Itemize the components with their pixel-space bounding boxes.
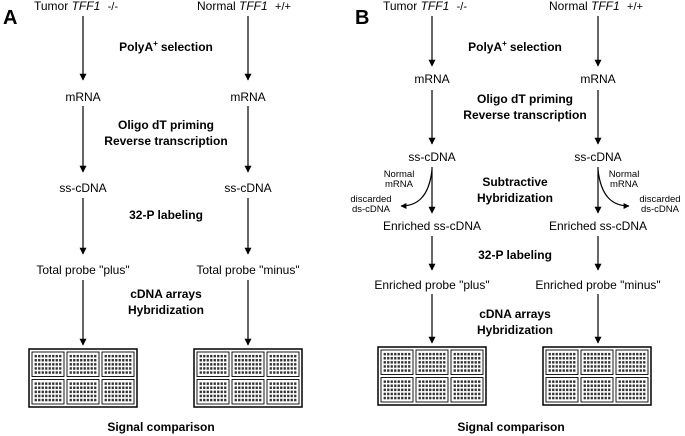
panel-a-sscdna-tumor: ss-cDNA xyxy=(59,181,106,195)
panel-b-oligo-line2: Reverse transcription xyxy=(463,108,586,122)
panel-a-tumor-gene: TFF1 xyxy=(72,0,101,13)
panel-b-tumor-prefix: Tumor xyxy=(383,0,417,13)
panel-a-probe-plus: Total probe "plus" xyxy=(36,263,129,277)
array-cell xyxy=(66,351,100,377)
array-cell xyxy=(380,377,414,403)
panel-b-array-normal xyxy=(542,346,652,406)
array-cell xyxy=(580,349,614,375)
panel-b-signal: Signal comparison xyxy=(457,420,564,434)
panel-a-mrna-tumor: mRNA xyxy=(65,90,100,104)
panel-a-polya-sup: + xyxy=(153,39,158,48)
panel-b-arrays-line1: cDNA arrays xyxy=(479,307,551,321)
array-cell xyxy=(66,379,100,405)
array-cell xyxy=(31,379,65,405)
panel-a-arrays-line1: cDNA arrays xyxy=(130,287,202,301)
panel-b-subtractive-line1: Subtractive xyxy=(482,175,548,189)
panel-b-labeling: 32-P labeling xyxy=(478,248,552,262)
panel-b-polya-label: PolyA+selection xyxy=(468,39,562,54)
panel-b-discard-arrow-tumor xyxy=(400,169,433,209)
panel-b-sscdna-normal: ss-cDNA xyxy=(574,150,621,164)
panel-b-enriched-tumor: Enriched ss-cDNA xyxy=(383,219,481,233)
array-cell xyxy=(31,351,65,377)
panel-b-normal-header: Normal TFF1 +/+ xyxy=(549,0,643,13)
panel-b-array-tumor xyxy=(377,346,487,406)
panel-b-normal-mrna-right-2: mRNA xyxy=(610,179,639,190)
panel-a: A Tumor TFF1 -/- Normal TFF1 +/+ PolyA+s… xyxy=(3,0,303,434)
panel-a-normal-header: Normal TFF1 +/+ xyxy=(197,0,291,13)
panel-b-probe-plus: Enriched probe "plus" xyxy=(374,278,489,292)
panel-b-probe-minus: Enriched probe "minus" xyxy=(535,278,660,292)
array-cell xyxy=(380,349,414,375)
array-cell xyxy=(615,349,649,375)
panel-a-arrays-line2: Hybridization xyxy=(128,303,204,317)
panel-a-labeling: 32-P labeling xyxy=(129,208,203,222)
panel-b-mrna-normal: mRNA xyxy=(580,72,615,86)
panel-a-normal-prefix: Normal xyxy=(197,0,236,13)
panel-a-normal-genotype: +/+ xyxy=(275,1,291,13)
array-cell xyxy=(415,349,449,375)
panel-a-array-tumor xyxy=(28,348,138,408)
panel-b-subtractive-line2: Hybridization xyxy=(477,191,553,205)
array-cell xyxy=(450,377,484,403)
array-cell xyxy=(196,351,230,377)
array-cell xyxy=(101,379,135,405)
panel-b-normal-genotype: +/+ xyxy=(627,1,643,13)
panel-a-oligo-line1: Oligo dT priming xyxy=(118,118,214,132)
panel-b-polya-sup: + xyxy=(502,39,507,48)
array-cell xyxy=(266,379,300,405)
panel-b-normal-gene: TFF1 xyxy=(591,0,620,13)
panel-b-polya-rest: selection xyxy=(510,40,562,54)
panel-b-normal-mrna-left-2: mRNA xyxy=(385,179,414,190)
panel-b-tumor-header: Tumor TFF1 -/- xyxy=(383,0,467,13)
panel-b-discard-arrow-normal xyxy=(597,169,630,209)
panel-b: B Tumor TFF1 -/- Normal TFF1 +/+ PolyA+s… xyxy=(350,0,680,434)
panel-b-normal-mrna-right-1: Normal xyxy=(609,169,640,180)
array-cell xyxy=(196,379,230,405)
panel-a-signal: Signal comparison xyxy=(107,420,214,434)
panel-b-sscdna-tumor: ss-cDNA xyxy=(408,150,455,164)
array-cell xyxy=(545,377,579,403)
panel-a-letter: A xyxy=(3,7,17,29)
array-cell xyxy=(231,351,265,377)
panel-a-polya-rest: selection xyxy=(161,40,213,54)
panel-a-oligo-line2: Reverse transcription xyxy=(104,134,227,148)
panel-a-array-normal xyxy=(193,348,303,408)
panel-a-tumor-prefix: Tumor xyxy=(34,0,68,13)
panel-a-normal-gene: TFF1 xyxy=(239,0,268,13)
panel-b-tumor-genotype: -/- xyxy=(457,1,468,13)
panel-a-polya-base: PolyA xyxy=(119,40,153,54)
array-cell xyxy=(101,351,135,377)
panel-b-oligo-line1: Oligo dT priming xyxy=(477,92,573,106)
array-cell xyxy=(266,351,300,377)
array-cell xyxy=(615,377,649,403)
panel-a-tumor-genotype: -/- xyxy=(108,1,119,13)
panel-b-discarded-left-2: ds-cDNA xyxy=(352,204,391,215)
panel-b-discarded-right-1: discarded xyxy=(639,194,680,205)
panel-b-normal-prefix: Normal xyxy=(549,0,588,13)
array-cell xyxy=(580,377,614,403)
array-cell xyxy=(450,349,484,375)
panel-a-sscdna-normal: ss-cDNA xyxy=(224,181,271,195)
panel-b-normal-mrna-left-1: Normal xyxy=(384,169,415,180)
panel-b-discarded-right-2: ds-cDNA xyxy=(641,204,680,215)
panel-a-tumor-header: Tumor TFF1 -/- xyxy=(34,0,118,13)
panel-a-probe-minus: Total probe "minus" xyxy=(196,263,299,277)
panel-a-mrna-normal: mRNA xyxy=(230,90,265,104)
panel-b-polya-base: PolyA xyxy=(468,40,502,54)
panel-b-letter: B xyxy=(355,7,369,29)
panel-b-mrna-tumor: mRNA xyxy=(414,72,449,86)
panel-b-enriched-normal: Enriched ss-cDNA xyxy=(549,219,647,233)
panel-b-arrays-line2: Hybridization xyxy=(477,323,553,337)
array-cell xyxy=(415,377,449,403)
array-cell xyxy=(231,379,265,405)
panel-a-polya-label: PolyA+selection xyxy=(119,39,213,54)
array-cell xyxy=(545,349,579,375)
panel-b-discarded-left-1: discarded xyxy=(350,194,391,205)
panel-b-tumor-gene: TFF1 xyxy=(421,0,450,13)
